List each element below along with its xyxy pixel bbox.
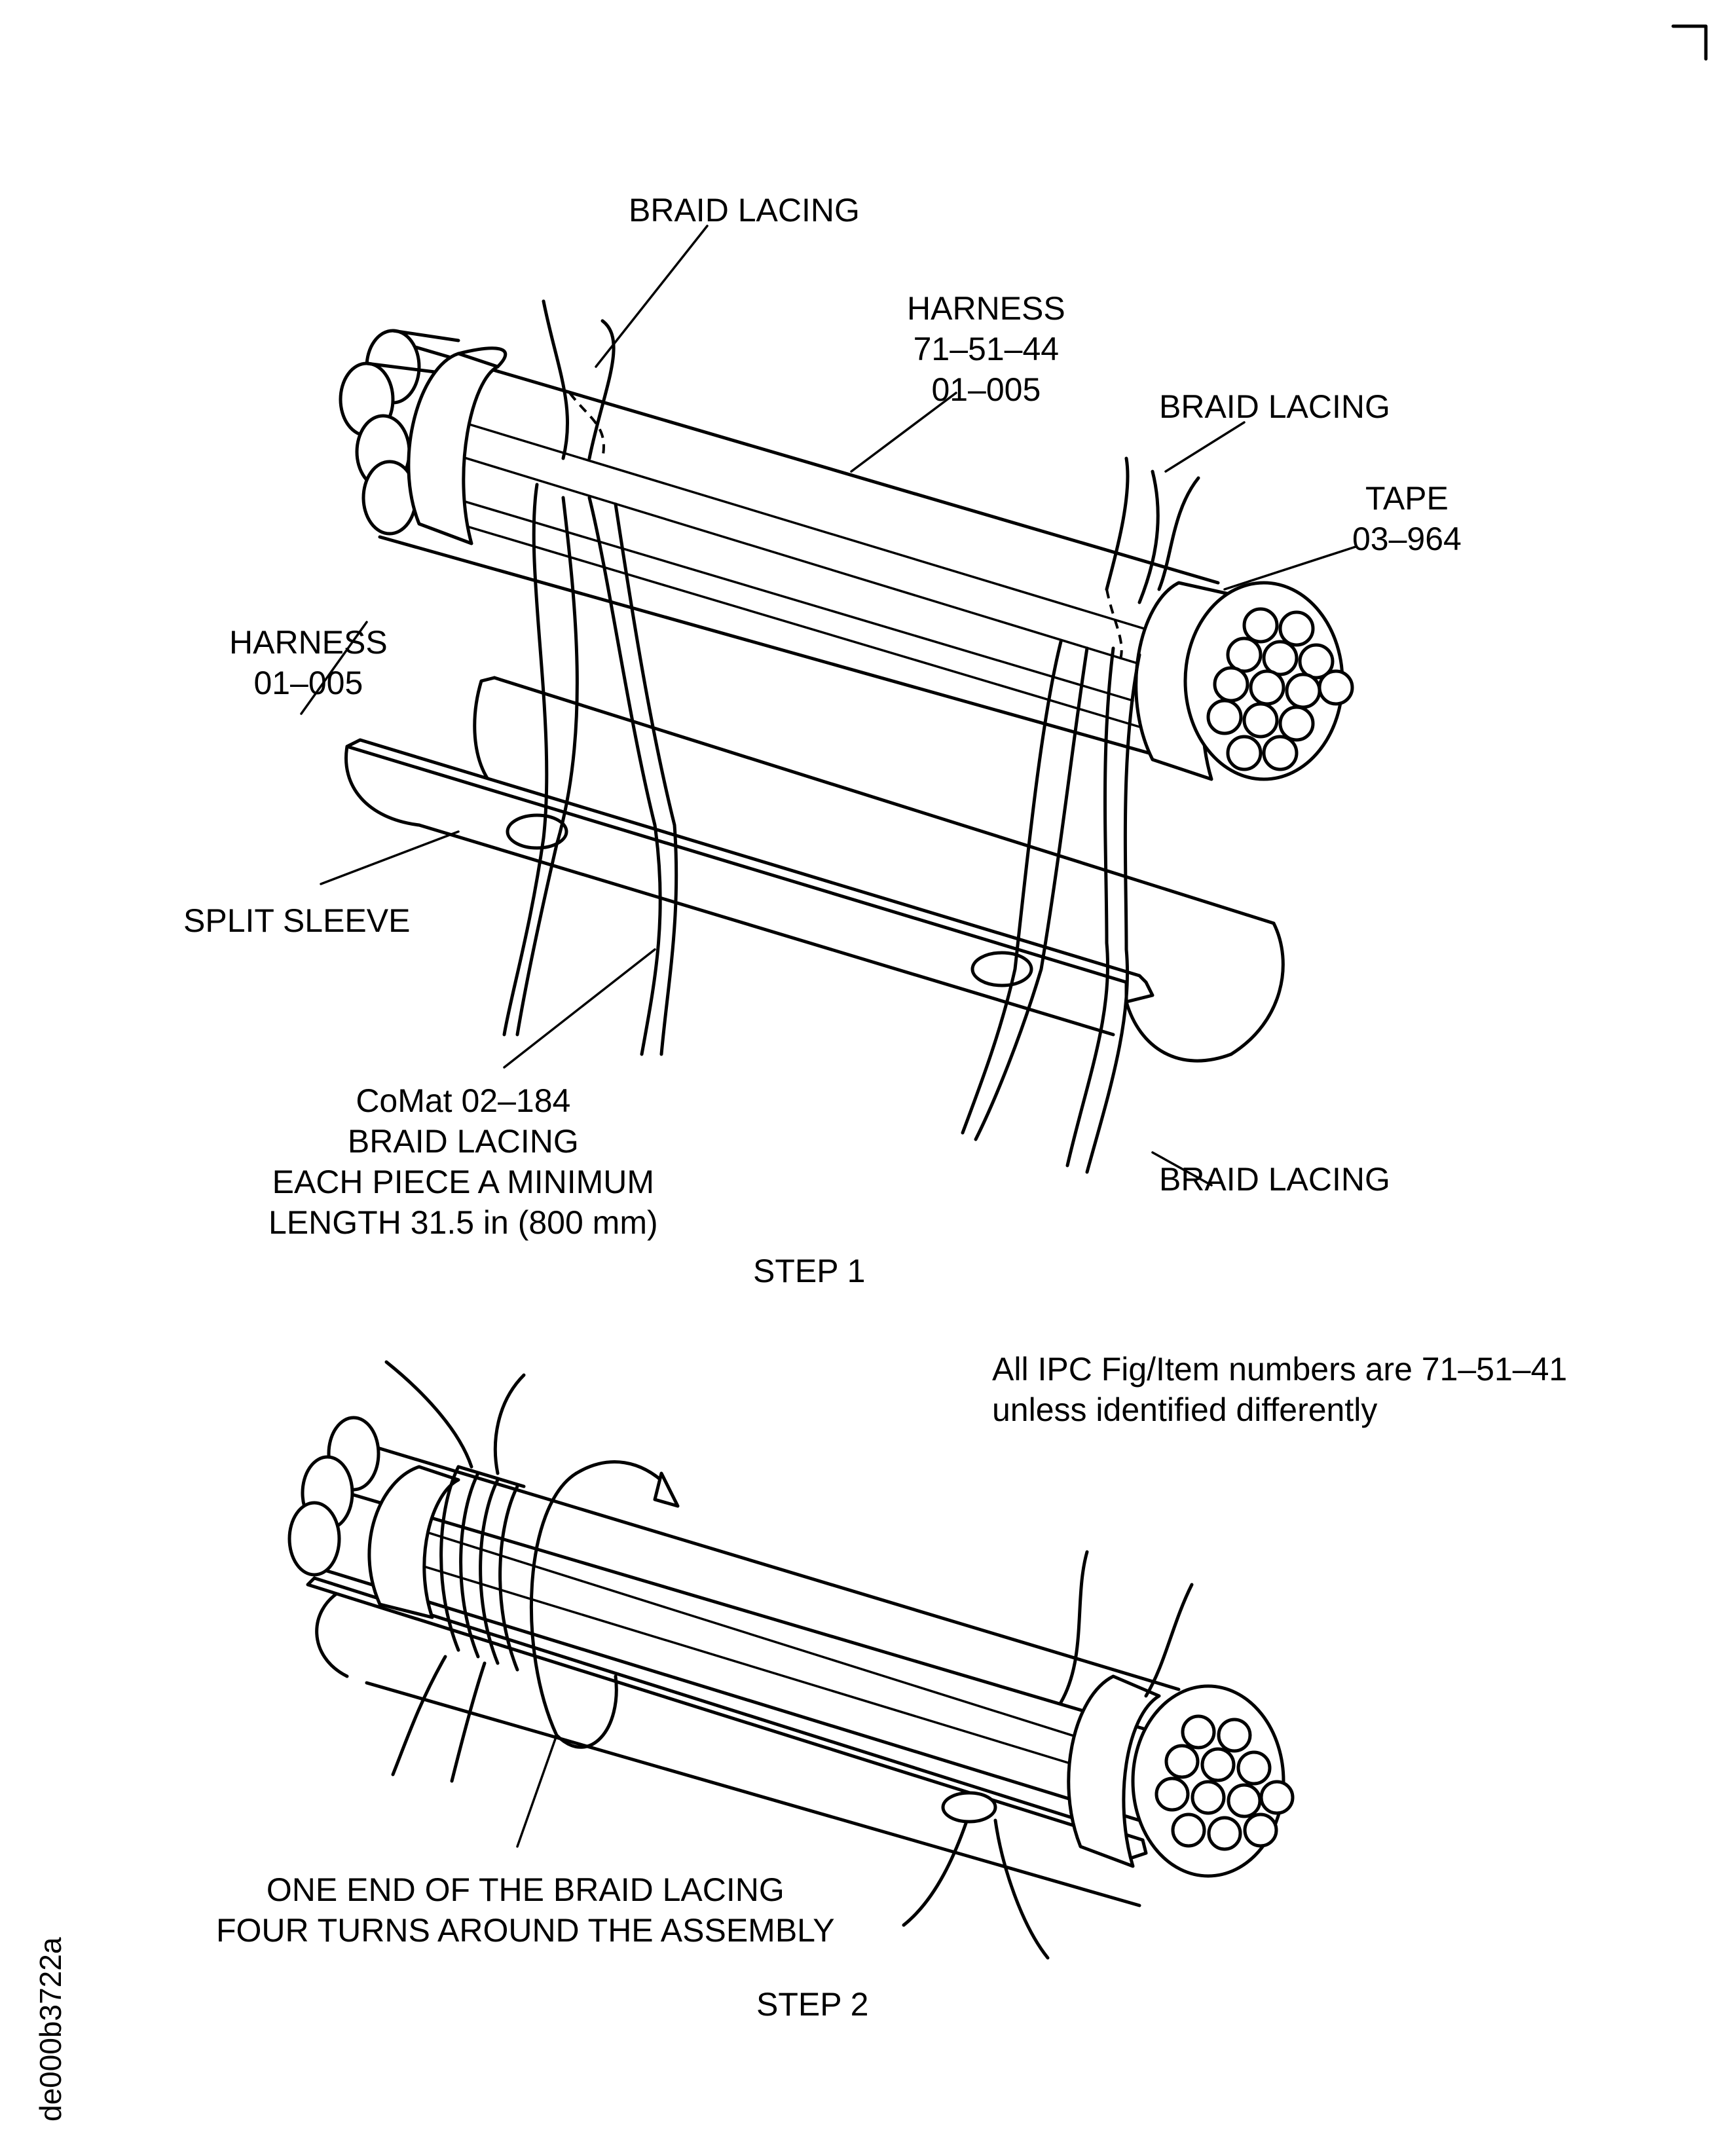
label-comat: CoMat 02–184 BRAID LACING EACH PIECE A M… <box>268 1082 658 1241</box>
harness-bundle-icon <box>391 339 1220 585</box>
corner-mark-icon <box>1671 24 1708 61</box>
lacing-turns <box>439 1465 526 1672</box>
label-one-end: ONE END OF THE BRAID LACING FOUR TURNS A… <box>216 1871 835 1949</box>
step2-assembly <box>287 1360 1295 1960</box>
step1-assembly <box>300 225 1357 1187</box>
label-braid-lacing-bottom: BRAID LACING <box>1159 1161 1390 1198</box>
leader-lines-step1 <box>300 225 1357 1187</box>
caption-step2: STEP 2 <box>756 1986 869 2023</box>
drawing-code: de000b3722a <box>33 1937 67 2122</box>
label-split-sleeve: SPLIT SLEEVE <box>183 902 411 939</box>
tape-band-icon <box>407 352 500 545</box>
caption-step1: STEP 1 <box>753 1253 866 1289</box>
wire-ends-step1 <box>1206 607 1354 771</box>
general-note: All IPC Fig/Item numbers are 71–51–41 un… <box>992 1351 1568 1428</box>
wire-ends-step2 <box>1154 1714 1295 1851</box>
label-braid-lacing-top: BRAID LACING <box>629 192 860 229</box>
split-sleeve-back <box>492 676 1276 925</box>
label-harness-main: HARNESS 71–51–44 01–005 <box>907 290 1065 408</box>
split-sleeve-icon <box>345 738 1154 1004</box>
label-braid-lacing-right: BRAID LACING <box>1159 388 1390 425</box>
label-harness-left: HARNESS 01–005 <box>229 624 388 701</box>
label-tape: TAPE 03–964 <box>1352 480 1462 557</box>
braid-lacing-icon <box>502 299 1200 1174</box>
